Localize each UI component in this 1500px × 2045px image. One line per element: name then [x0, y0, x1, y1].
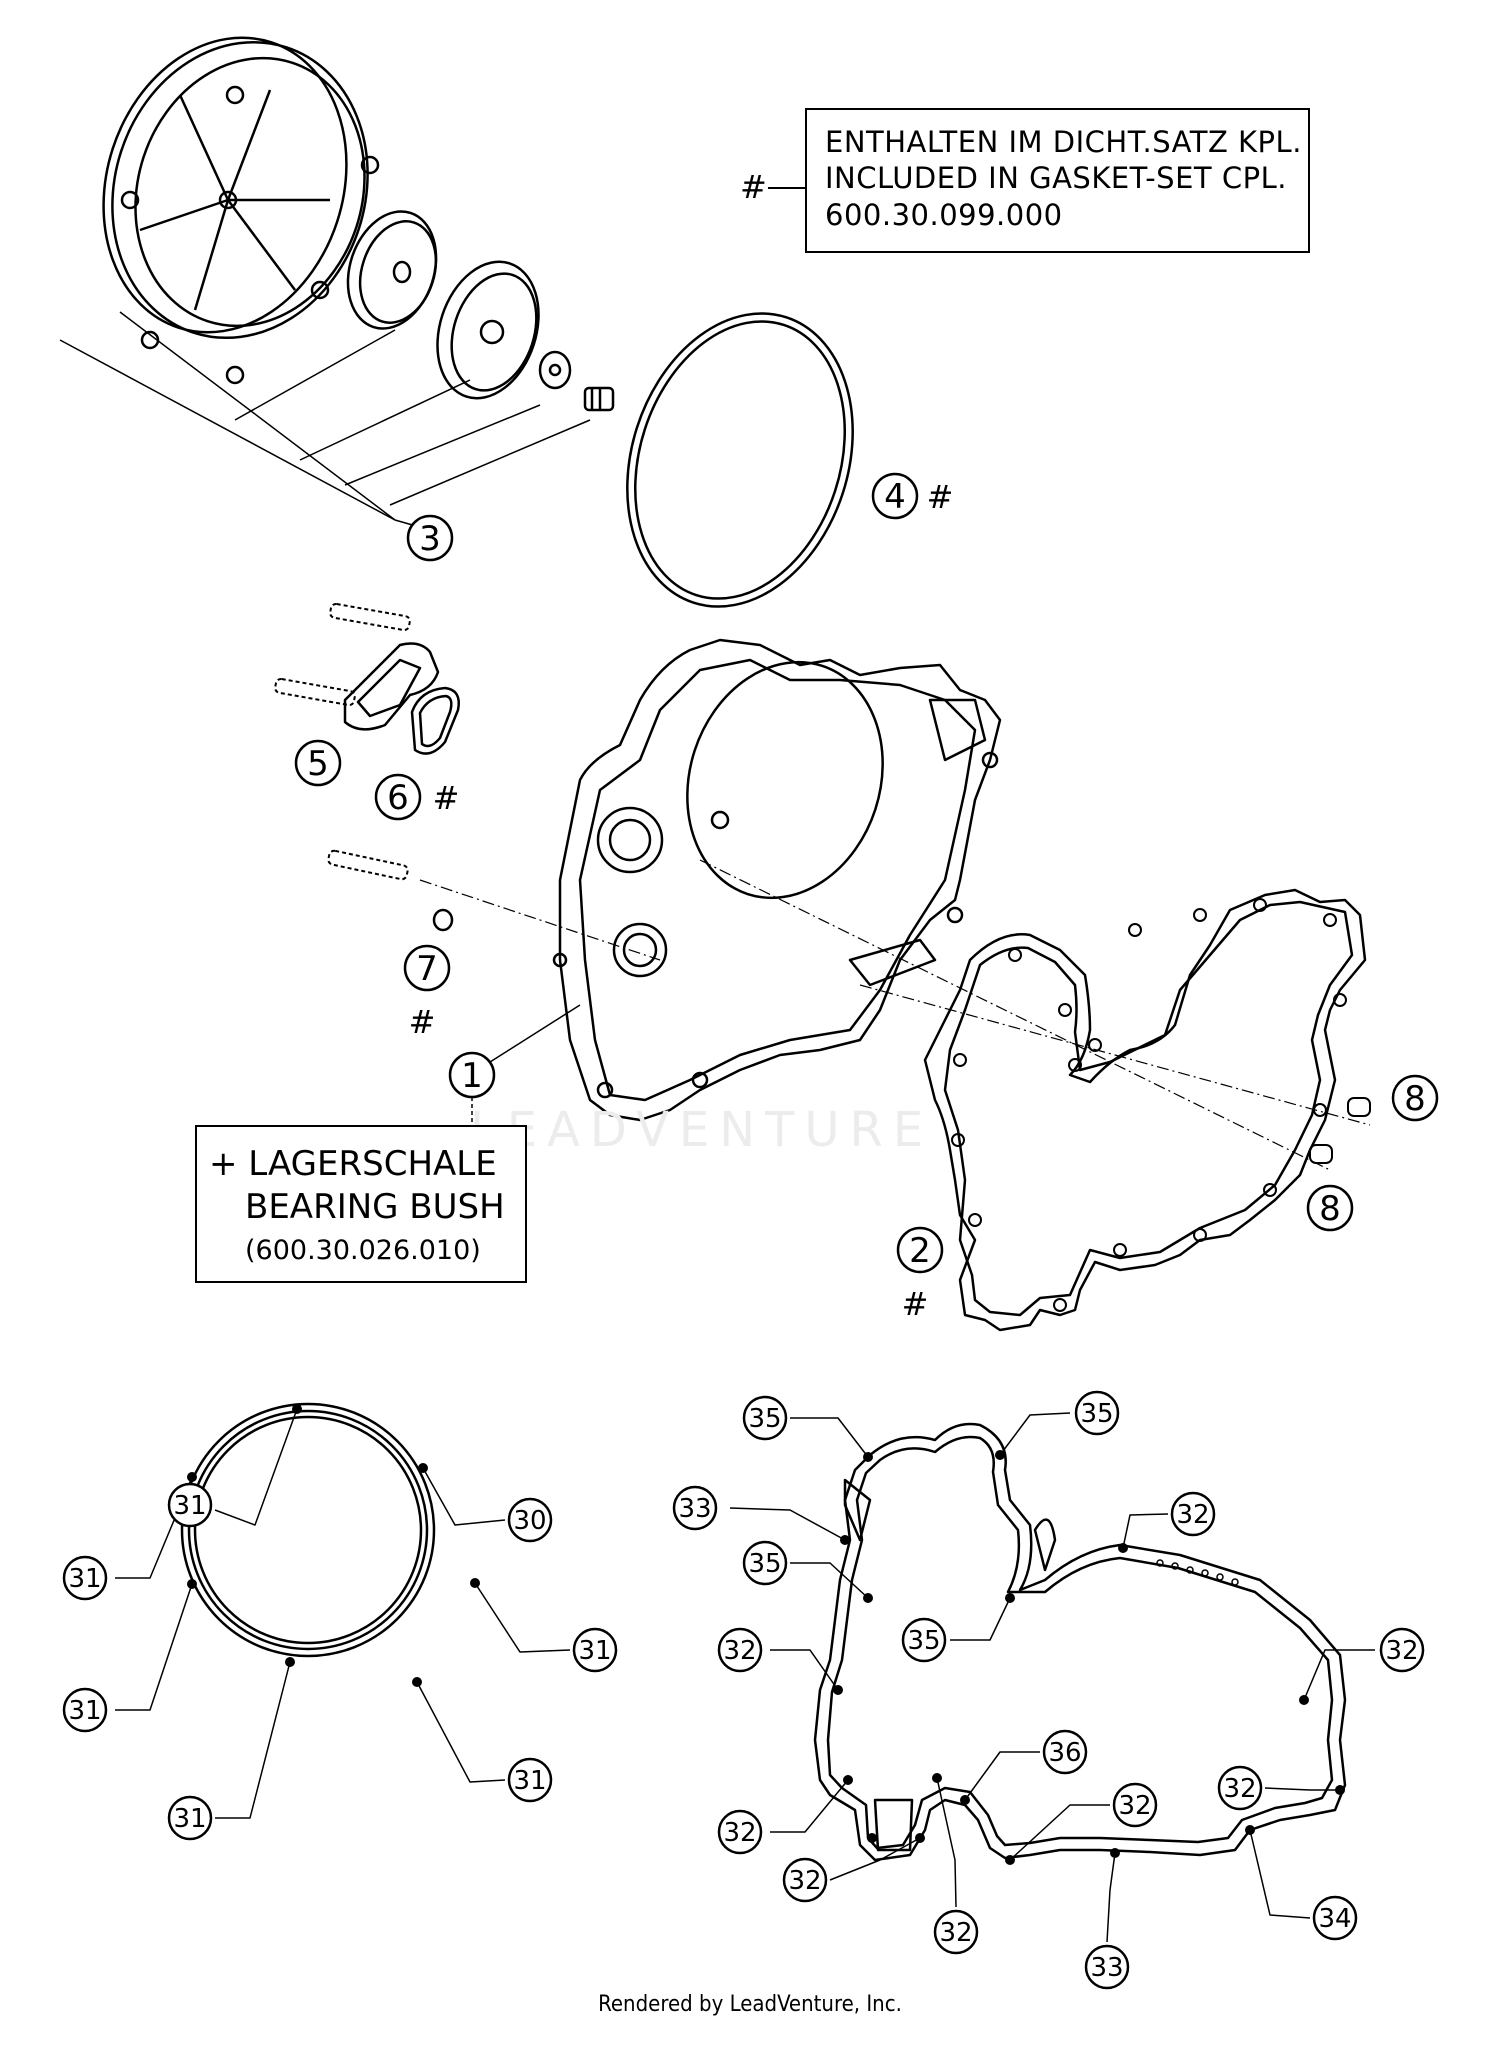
small-callout-number: 34 — [1318, 1904, 1351, 1934]
bush-note-line-1: + LAGERSCHALE — [209, 1144, 497, 1184]
small-callout-number: 33 — [678, 1494, 711, 1524]
small-callout-number: 33 — [1090, 1953, 1123, 1983]
small-callout-circle — [742, 1395, 788, 1441]
callout-number: 7 — [416, 949, 438, 989]
cover-disc-1 — [346, 210, 438, 330]
small-callout-number: 31 — [68, 1564, 101, 1594]
outer-clutch-cover — [102, 36, 380, 385]
cover-nut — [538, 350, 572, 390]
small-callout-number: 35 — [1080, 1399, 1113, 1429]
callout-number: 8 — [1404, 1079, 1426, 1119]
bush-note-line-3: (600.30.026.010) — [245, 1235, 481, 1266]
callout-number: 2 — [909, 1231, 931, 1271]
small-callout-number: 31 — [173, 1491, 206, 1521]
small-callout-number: 32 — [939, 1918, 972, 1948]
small-callout-circle — [901, 1617, 947, 1663]
dowel-pins-8 — [1309, 1097, 1371, 1164]
gasket-set-note: ENTHALTEN IM DICHT.SATZ KPL. INCLUDED IN… — [805, 108, 1310, 253]
small-callout-circle — [572, 1627, 618, 1673]
small-callout-circle — [62, 1555, 108, 1601]
watermark: LEADVENTURE — [470, 1102, 934, 1158]
gasket-set-mark: # — [409, 1003, 436, 1041]
small-bolts — [274, 602, 411, 881]
small-callout-circle — [717, 1809, 763, 1855]
small-callout-number: 31 — [173, 1804, 206, 1834]
small-callout-circle — [507, 1757, 553, 1803]
cover-bolt — [583, 386, 615, 412]
gasket-note-line-1: ENTHALTEN IM DICHT.SATZ KPL. — [825, 125, 1302, 159]
round-gasket — [180, 1402, 436, 1658]
small-callout-circle — [1379, 1627, 1425, 1673]
small-callout-circle — [167, 1482, 213, 1528]
gasket-set-mark: # — [433, 779, 460, 817]
small-callout-number: 30 — [513, 1506, 546, 1536]
callout-circle — [896, 1226, 944, 1274]
small-callout-circle — [782, 1857, 828, 1903]
callout-number: 3 — [419, 519, 441, 559]
gasket-note-symbol: # — [740, 168, 767, 206]
small-callout-circle — [1084, 1944, 1130, 1990]
small-callout-circle — [62, 1687, 108, 1733]
callout-number: 4 — [884, 477, 906, 517]
callout-number: 1 — [461, 1056, 483, 1096]
small-callout-circle — [933, 1909, 979, 1955]
gasket-note-line-3: 600.30.099.000 — [825, 197, 1063, 232]
callout-circle — [294, 739, 342, 787]
small-callout-number: 35 — [748, 1404, 781, 1434]
small-callout-number: 35 — [907, 1626, 940, 1656]
small-callout-number: 31 — [68, 1696, 101, 1726]
small-callout-number: 31 — [513, 1766, 546, 1796]
small-callout-circle — [1112, 1782, 1158, 1828]
bush-note-line-2: BEARING BUSH — [245, 1186, 505, 1227]
callout-circle — [1306, 1184, 1354, 1232]
small-callout-number: 32 — [723, 1636, 756, 1666]
small-callout-number: 32 — [788, 1866, 821, 1896]
small-callout-circle — [1042, 1729, 1088, 1775]
callout-number: 5 — [307, 744, 329, 784]
cover-disc-2 — [436, 260, 540, 400]
small-callout-number: 31 — [578, 1636, 611, 1666]
small-callout-circle — [167, 1795, 213, 1841]
callout-number: 6 — [387, 778, 409, 818]
small-callout-circle — [1074, 1390, 1120, 1436]
gasket-set-mark: # — [902, 1285, 929, 1323]
small-callout-number: 35 — [748, 1549, 781, 1579]
small-cover-5 — [343, 642, 440, 731]
small-callout-number: 32 — [1385, 1636, 1418, 1666]
small-gasket-6 — [410, 686, 460, 755]
callout-circle — [1391, 1074, 1439, 1122]
callout-circle — [403, 944, 451, 992]
small-callout-number: 32 — [1176, 1500, 1209, 1530]
callout-number: 8 — [1319, 1189, 1341, 1229]
callout-3-leaders — [59, 311, 591, 531]
small-callout-circle — [1217, 1765, 1263, 1811]
bearing-bush-note: + LAGERSCHALE BEARING BUSH (600.30.026.0… — [195, 1125, 527, 1283]
small-callout-circle — [1170, 1491, 1216, 1537]
callout-circle — [448, 1051, 496, 1099]
small-callout-circle — [672, 1485, 718, 1531]
large-gasket — [813, 1422, 1347, 1862]
clutch-cover-1 — [552, 638, 1002, 1122]
footer-credit: Rendered by LeadVenture, Inc. — [598, 1992, 902, 2017]
small-callout-number: 32 — [1118, 1791, 1151, 1821]
washer-7 — [432, 908, 454, 932]
small-callout-circle — [1312, 1895, 1358, 1941]
callout-circle — [374, 773, 422, 821]
small-callout-number: 32 — [723, 1818, 756, 1848]
gasket-set-mark: # — [927, 478, 954, 516]
callout-circle — [406, 514, 454, 562]
small-callout-circle — [507, 1497, 553, 1543]
gasket-note-line-2: INCLUDED IN GASKET-SET CPL. — [825, 161, 1287, 196]
o-ring-4 — [626, 312, 854, 608]
small-callout-circle — [717, 1627, 763, 1673]
small-callout-circle — [742, 1540, 788, 1586]
small-callout-number: 32 — [1223, 1774, 1256, 1804]
callout-circle — [871, 472, 919, 520]
small-callout-number: 36 — [1048, 1738, 1081, 1768]
